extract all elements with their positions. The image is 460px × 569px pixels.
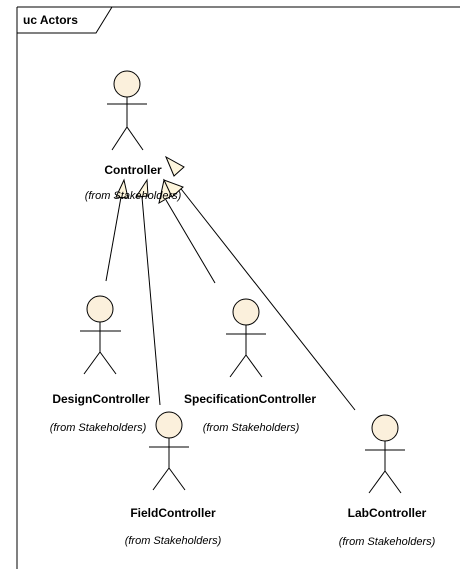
generalization-arrowheads [115, 155, 185, 204]
actor-name: FieldController [130, 506, 216, 520]
generalization-lab-to-controller [177, 184, 356, 411]
arrowhead-field [135, 178, 149, 198]
actor-name: SpecificationController [184, 392, 316, 406]
actor-icon [107, 70, 147, 151]
actor-controller[interactable]: Controller (from Stakeholders) [85, 70, 182, 202]
actor-package: (from Stakeholders) [125, 535, 222, 547]
actor-icon [149, 411, 189, 491]
actor-package: (from Stakeholders) [50, 422, 147, 434]
frame-label-tab [17, 6, 113, 34]
actor-lab-controller[interactable]: LabController (from Stakeholders) [339, 414, 436, 548]
actor-icon [226, 298, 266, 378]
actor-name: LabController [348, 506, 427, 520]
actor-specification-controller[interactable]: SpecificationController (from Stakeholde… [184, 298, 316, 434]
generalization-design-to-controller [105, 196, 122, 282]
arrowhead-lab [163, 179, 184, 198]
actor-name: DesignController [52, 392, 150, 406]
actor-package: (from Stakeholders) [203, 422, 300, 434]
arrowhead-lab-upper [164, 155, 185, 177]
diagram-frame: uc Actors [16, 6, 460, 569]
actor-name: Controller [104, 163, 162, 177]
generalization-specification-to-controller [165, 199, 216, 284]
generalization-field-to-controller [141, 196, 161, 406]
actor-package: (from Stakeholders) [339, 536, 436, 548]
actor-icon [80, 295, 121, 375]
actor-package: (from Stakeholders) [85, 190, 182, 202]
arrowhead-design [115, 178, 129, 199]
actor-icon [365, 414, 405, 494]
generalization-lines [105, 184, 356, 411]
actor-field-controller[interactable]: FieldController (from Stakeholders) [125, 411, 222, 547]
frame-title: uc Actors [23, 13, 78, 27]
actor-design-controller[interactable]: DesignController (from Stakeholders) [50, 295, 150, 434]
